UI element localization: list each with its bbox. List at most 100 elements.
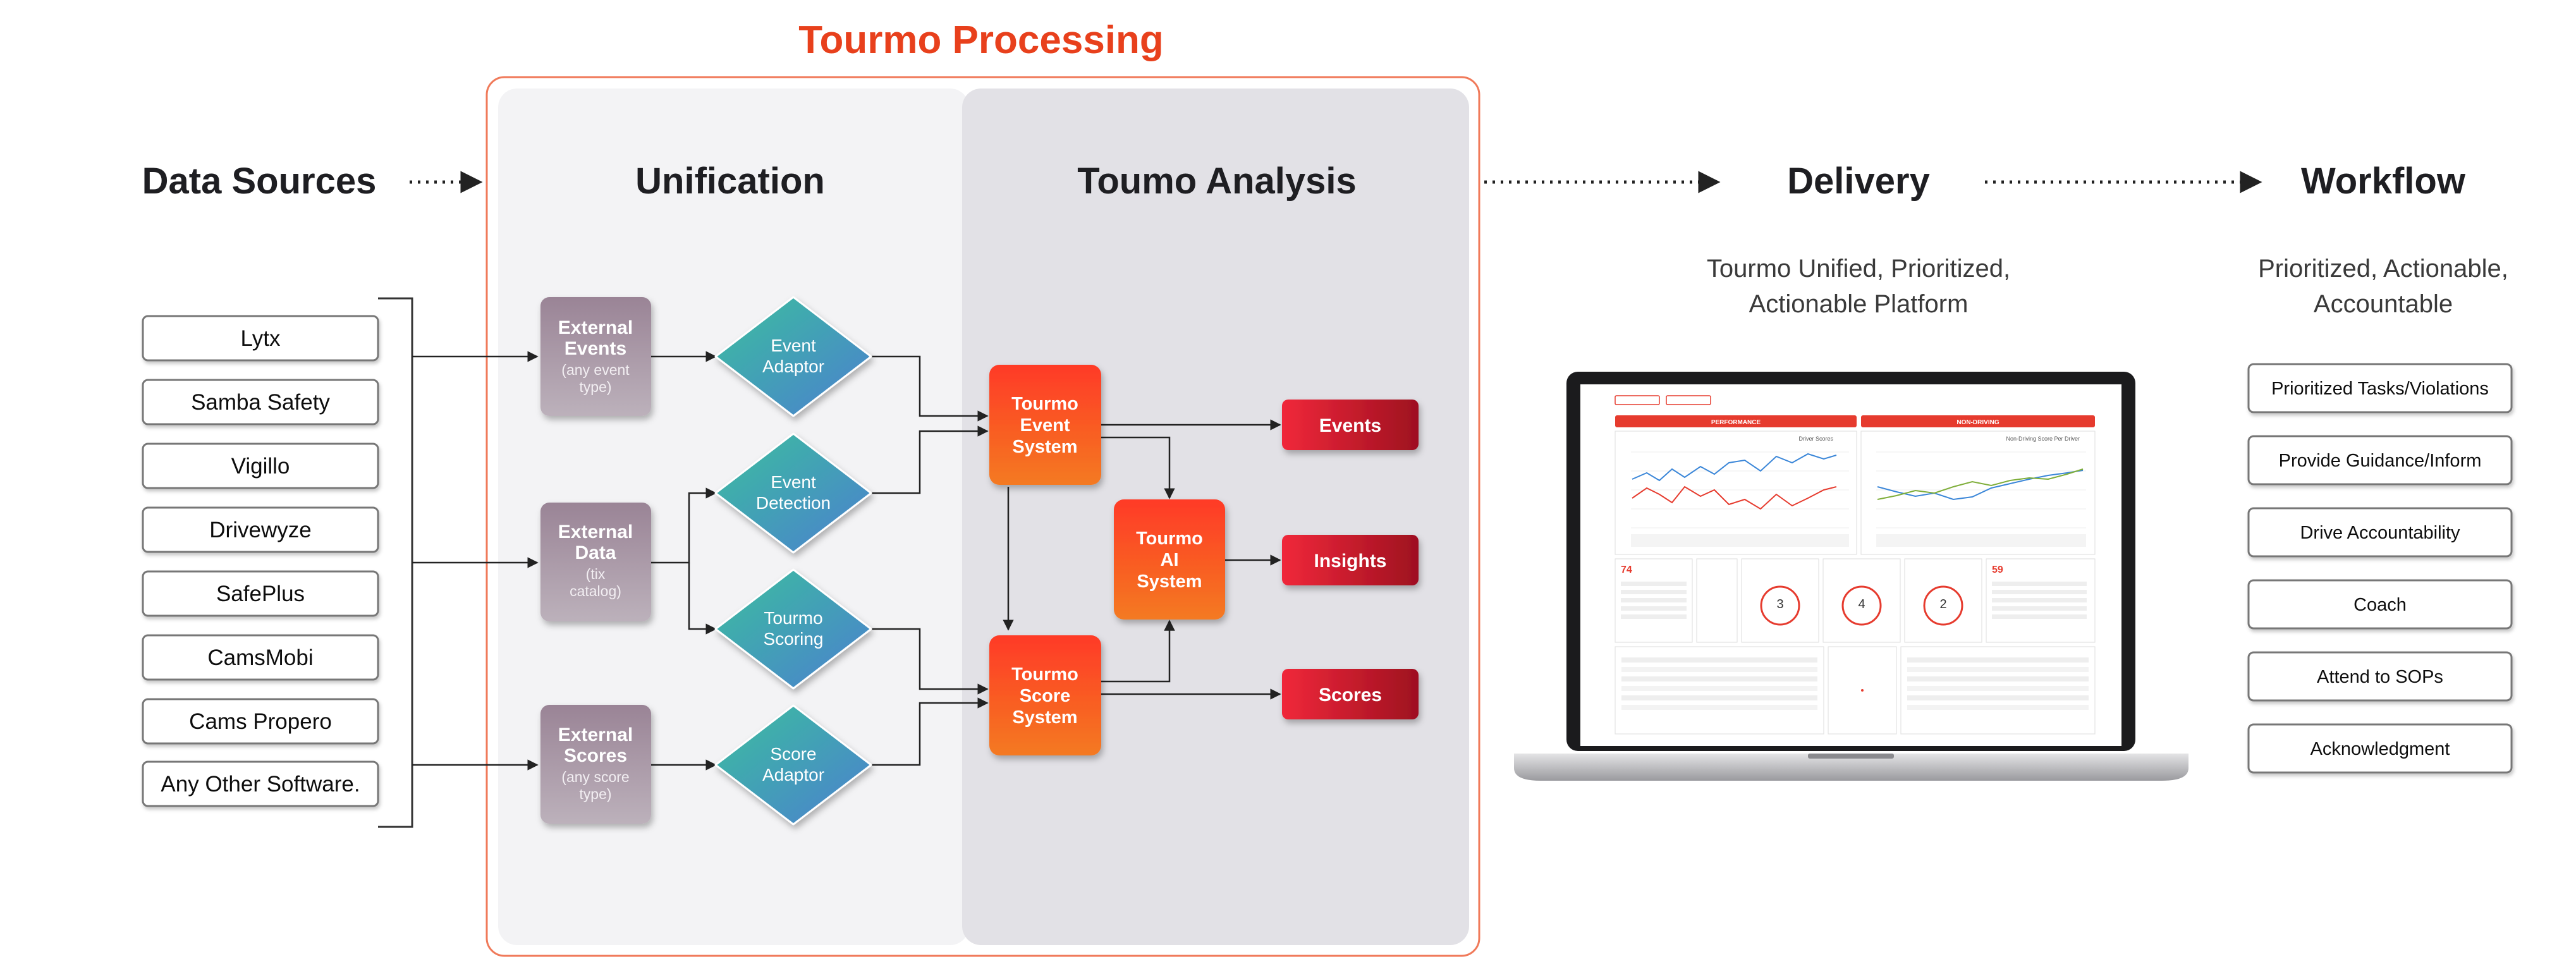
delivery-subtitle-line1: Tourmo Unified, Prioritized, — [1707, 255, 2010, 283]
header-data-sources: Data Sources — [142, 161, 377, 202]
output-events: Events — [1282, 400, 1419, 450]
kpi-value: 2 — [1939, 597, 1946, 611]
svg-text:Scores: Scores — [564, 745, 627, 766]
svg-text:Attend to SOPs: Attend to SOPs — [2317, 667, 2443, 687]
svg-text:Event: Event — [771, 472, 816, 492]
svg-text:Tourmo: Tourmo — [1136, 528, 1203, 549]
workflow-subtitle-line2: Accountable — [2314, 290, 2453, 318]
dashboard-panel-right — [1861, 415, 2095, 427]
svg-text:Lytx: Lytx — [241, 326, 281, 351]
svg-text:Drive Accountability: Drive Accountability — [2300, 523, 2460, 543]
svg-text:Coach: Coach — [2353, 595, 2407, 615]
workflow-list: Prioritized Tasks/Violations Provide Gui… — [2247, 363, 2513, 774]
svg-text:External: External — [558, 724, 633, 745]
kpi-value: 4 — [1858, 597, 1865, 611]
svg-text:catalog): catalog) — [570, 583, 621, 599]
processing-frame — [485, 76, 1480, 957]
svg-text:type): type) — [579, 786, 611, 802]
header-delivery: Delivery — [1787, 161, 1930, 202]
input-external-events: External Events (any event type) — [540, 297, 651, 416]
tourmo-score-system: Tourmo Score System — [989, 635, 1101, 755]
tourmo-event-system: Tourmo Event System — [989, 365, 1101, 485]
diamond-score-adaptor: Score Adaptor — [714, 704, 872, 826]
kpi-value: 3 — [1776, 597, 1783, 611]
svg-text:Samba Safety: Samba Safety — [191, 390, 330, 415]
chart-right-title: Non-Driving Score Per Driver — [2006, 436, 2080, 442]
delivery-subtitle-line2: Actionable Platform — [1749, 290, 1969, 318]
connectors — [412, 351, 1281, 771]
svg-text:Adaptor: Adaptor — [762, 765, 824, 785]
workflow-item: Attend to SOPs — [2247, 651, 2513, 702]
svg-text:Drivewyze: Drivewyze — [209, 518, 311, 542]
source-box: Cams Propero — [142, 698, 379, 745]
laptop: PERFORMANCE NON-DRIVING Driver Scores No… — [1514, 372, 2188, 781]
kpi-row: 74 3 4 2 59 — [1615, 558, 2096, 643]
svg-text:External: External — [558, 317, 633, 338]
source-box: Samba Safety — [142, 379, 379, 425]
svg-text:CamsMobi: CamsMobi — [207, 645, 313, 670]
input-external-data: External Data (tix catalog) — [540, 503, 651, 621]
svg-text:Acknowledgment: Acknowledgment — [2310, 739, 2450, 759]
header-unification: Unification — [635, 161, 825, 202]
input-external-scores: External Scores (any score type) — [540, 705, 651, 824]
svg-text:Tourmo: Tourmo — [764, 608, 822, 628]
source-box: Any Other Software. — [142, 760, 379, 807]
output-scores: Scores — [1282, 669, 1419, 719]
svg-text:Adaptor: Adaptor — [762, 357, 824, 376]
svg-text:Cams Propero: Cams Propero — [189, 709, 332, 734]
svg-text:Event: Event — [771, 336, 816, 355]
source-list: Lytx Samba Safety Vigillo Drivewyze Safe… — [142, 315, 379, 807]
svg-text:Event: Event — [1020, 415, 1070, 436]
header-analysis: Toumo Analysis — [1077, 161, 1357, 202]
svg-text:System: System — [1012, 707, 1077, 728]
svg-text:External: External — [558, 522, 633, 542]
svg-text:Data: Data — [575, 542, 616, 563]
workflow-item: Drive Accountability — [2247, 507, 2513, 558]
workflow-item: Prioritized Tasks/Violations — [2247, 363, 2513, 413]
workflow-subtitle-line1: Prioritized, Actionable, — [2258, 255, 2508, 283]
source-box: Drivewyze — [142, 506, 379, 553]
svg-text:Tourmo: Tourmo — [1011, 664, 1078, 685]
svg-text:AI: AI — [1161, 550, 1179, 570]
svg-text:Scores: Scores — [1319, 685, 1382, 705]
tourmo-ai-system: Tourmo AI System — [1114, 499, 1225, 620]
svg-text:(any score: (any score — [561, 769, 629, 785]
output-insights: Insights — [1282, 535, 1419, 585]
svg-text:Tourmo: Tourmo — [1011, 394, 1078, 414]
kpi-value: 59 — [1992, 565, 2003, 575]
diamond-tourmo-scoring: Tourmo Scoring — [714, 568, 872, 690]
svg-text:Any Other Software.: Any Other Software. — [161, 772, 360, 797]
workflow-item: Provide Guidance/Inform — [2247, 435, 2513, 486]
svg-text:Provide Guidance/Inform: Provide Guidance/Inform — [2279, 451, 2482, 471]
svg-text:Events: Events — [565, 338, 626, 359]
header-workflow: Workflow — [2301, 161, 2466, 202]
dashboard-panel-right-title: NON-DRIVING — [1956, 419, 1999, 426]
svg-text:SafePlus: SafePlus — [216, 582, 305, 606]
dashboard-panel-left-title: PERFORMANCE — [1711, 419, 1761, 426]
source-bracket — [378, 297, 413, 828]
workflow-item: Coach — [2247, 579, 2513, 630]
svg-text:Score: Score — [770, 744, 816, 764]
svg-text:Score: Score — [1020, 686, 1071, 706]
workflow-item: Acknowledgment — [2247, 723, 2513, 774]
dashboard-mock: PERFORMANCE NON-DRIVING Driver Scores No… — [1615, 395, 2096, 735]
diamond-event-detection: Event Detection — [714, 432, 872, 554]
source-box: Vigillo — [142, 443, 379, 489]
svg-text:Events: Events — [1319, 415, 1381, 436]
chart-left-title: Driver Scores — [1798, 436, 1833, 442]
source-box: SafePlus — [142, 570, 379, 617]
dashboard-panel-left — [1615, 415, 1857, 427]
svg-text:Prioritized Tasks/Violations: Prioritized Tasks/Violations — [2271, 379, 2489, 399]
svg-text:Scoring: Scoring — [764, 629, 824, 649]
diagram-title: Tourmo Processing — [798, 18, 1164, 62]
source-box: Lytx — [142, 315, 379, 362]
svg-text:type): type) — [579, 379, 611, 395]
svg-text:System: System — [1137, 571, 1202, 592]
svg-text:Vigillo: Vigillo — [231, 454, 290, 479]
svg-text:(tix: (tix — [586, 566, 606, 582]
diamond-event-adaptor: Event Adaptor — [714, 296, 872, 417]
source-box: CamsMobi — [142, 634, 379, 681]
svg-text:Insights: Insights — [1314, 551, 1386, 571]
kpi-value: 74 — [1621, 565, 1632, 575]
